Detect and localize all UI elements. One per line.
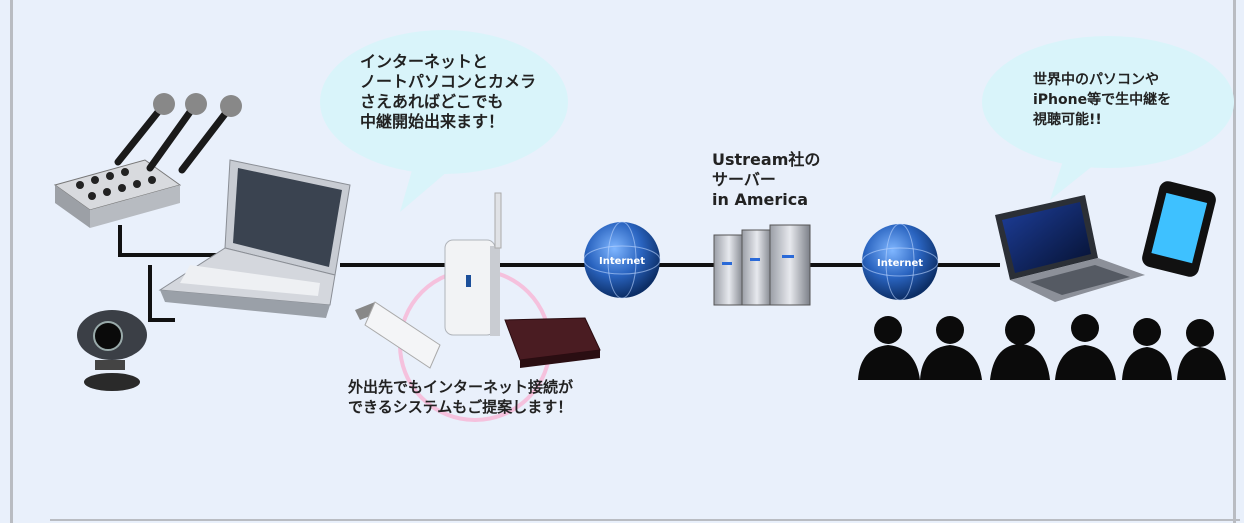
bubble-left-text: インターネットと ノートパソコンとカメラ さえあればどこでも 中継開始出来ます！ xyxy=(360,52,536,132)
person-silhouette xyxy=(1055,314,1116,380)
server-label-line: in America xyxy=(712,190,809,209)
mobile-caption: 外出先でもインターネット接続が できるシステムもご提案します！ xyxy=(348,377,573,417)
server-label-line: サーバー xyxy=(712,170,776,189)
mobile-wifi-device-icon xyxy=(504,317,601,368)
person-silhouette xyxy=(1122,318,1172,380)
speech-bubble-left xyxy=(320,30,568,212)
bubble-left-line: ノートパソコンとカメラ xyxy=(360,72,537,91)
bubble-right-line: iPhone等で生中継を xyxy=(1033,92,1172,108)
microphone-icon xyxy=(114,93,242,174)
bubble-right-line: 世界中のパソコンや xyxy=(1033,72,1159,88)
usb-stick-icon xyxy=(355,301,441,369)
globe-label-left: Internet xyxy=(599,256,645,267)
server-label-line: Ustream社の xyxy=(712,150,821,169)
internet-globe-right: Internet xyxy=(861,223,939,301)
bubble-right-line: 視聴可能!! xyxy=(1033,112,1102,128)
frame-border-left xyxy=(10,0,13,523)
speech-bubble-right xyxy=(982,36,1234,200)
webcam-icon xyxy=(77,310,147,391)
person-silhouette xyxy=(1177,319,1226,380)
mobile-caption-line: 外出先でもインターネット接続が xyxy=(348,378,574,396)
person-silhouette xyxy=(858,316,920,380)
audience-silhouettes xyxy=(858,314,1226,380)
bubble-right-text: 世界中のパソコンや iPhone等で生中継を 視聴可能!! xyxy=(1033,70,1171,130)
bubble-left-line: さえあればどこでも xyxy=(360,92,504,111)
smartphone-icon xyxy=(1142,181,1216,277)
laptop-icon xyxy=(158,159,351,318)
viewer-laptop-icon xyxy=(995,195,1145,302)
frame-bottom-line xyxy=(50,519,1240,521)
person-silhouette xyxy=(990,315,1050,380)
internet-globe-left: Internet xyxy=(583,221,661,299)
bubble-left-line: 中継開始出来ます！ xyxy=(360,112,505,131)
server-label: Ustream社の サーバー in America xyxy=(712,150,820,210)
globe-label-right: Internet xyxy=(877,258,923,269)
mobile-caption-line: できるシステムもご提案します！ xyxy=(348,398,573,416)
frame-border-right xyxy=(1233,0,1236,523)
wifi-router-icon xyxy=(444,192,502,336)
server-rack-icon xyxy=(713,224,811,306)
bubble-left-line: インターネットと xyxy=(360,52,489,71)
audio-mixer-icon xyxy=(53,159,182,228)
person-silhouette xyxy=(920,316,982,380)
